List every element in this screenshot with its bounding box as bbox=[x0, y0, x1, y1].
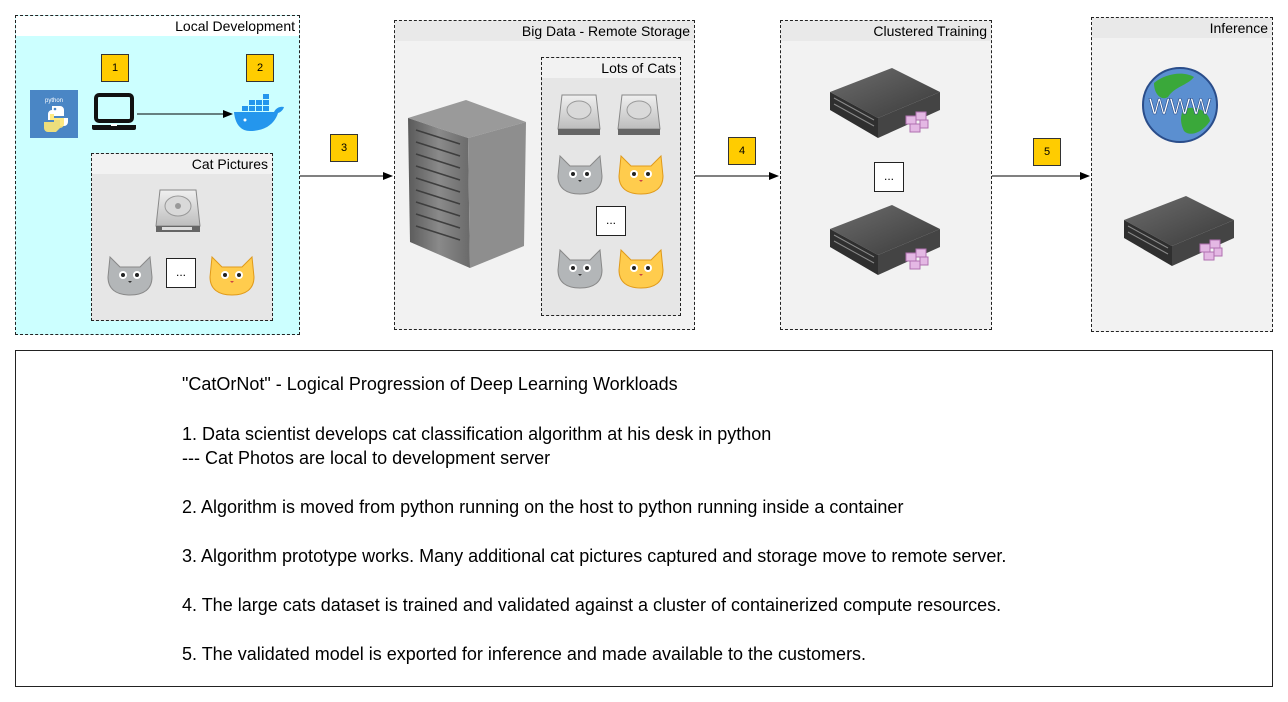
step-badge-2: 2 bbox=[246, 54, 274, 82]
description-step-1: 1. Data scientist develops cat classific… bbox=[182, 424, 772, 444]
step-badge-4: 4 bbox=[728, 137, 756, 165]
description-step-2: 2. Algorithm is moved from python runnin… bbox=[182, 497, 904, 517]
gray-cat-icon bbox=[557, 154, 603, 195]
lots-of-cats-title: Lots of Cats bbox=[542, 58, 680, 78]
python-icon: python bbox=[30, 90, 78, 138]
container-server-icon bbox=[1124, 196, 1234, 266]
gray-cat-icon bbox=[557, 248, 603, 289]
step-badge-5: 5 bbox=[1033, 138, 1061, 166]
svg-text:WWW: WWW bbox=[1149, 94, 1212, 119]
step-badge-3: 3 bbox=[330, 134, 358, 162]
orange-cat-icon bbox=[209, 255, 255, 296]
step-badge-1: 1 bbox=[101, 54, 129, 82]
local-development-title: Local Development bbox=[16, 16, 299, 36]
gray-cat-icon bbox=[107, 255, 153, 296]
orange-cat-icon bbox=[618, 154, 664, 195]
hard-drive-icon bbox=[155, 189, 201, 232]
description-panel: "CatOrNot" - Logical Progression of Deep… bbox=[15, 350, 1273, 687]
description-step-1-note: --- Cat Photos are local to development … bbox=[182, 448, 551, 468]
description-title: "CatOrNot" - Logical Progression of Deep… bbox=[182, 374, 678, 394]
ellipsis-box: ... bbox=[166, 258, 196, 288]
big-data-title: Big Data - Remote Storage bbox=[395, 21, 694, 41]
description-step-3: 3. Algorithm prototype works. Many addit… bbox=[182, 546, 1007, 566]
docker-icon bbox=[234, 94, 284, 131]
inference-title: Inference bbox=[1092, 18, 1272, 38]
globe-www-icon: WWW bbox=[1142, 67, 1218, 143]
svg-text:python: python bbox=[45, 98, 63, 104]
ellipsis-box: ... bbox=[874, 162, 904, 192]
container-server-icon bbox=[830, 68, 940, 138]
container-server-icon bbox=[830, 205, 940, 275]
hard-drive-icon bbox=[617, 94, 661, 135]
rack-server-icon bbox=[408, 100, 526, 268]
orange-cat-icon bbox=[618, 248, 664, 289]
hard-drive-icon bbox=[557, 94, 601, 135]
description-step-5: 5. The validated model is exported for i… bbox=[182, 644, 867, 664]
cat-pictures-title: Cat Pictures bbox=[92, 154, 272, 174]
ellipsis-box: ... bbox=[596, 206, 626, 236]
clustered-training-title: Clustered Training bbox=[781, 21, 991, 41]
laptop-icon bbox=[92, 93, 136, 130]
description-step-4: 4. The large cats dataset is trained and… bbox=[182, 595, 1002, 615]
